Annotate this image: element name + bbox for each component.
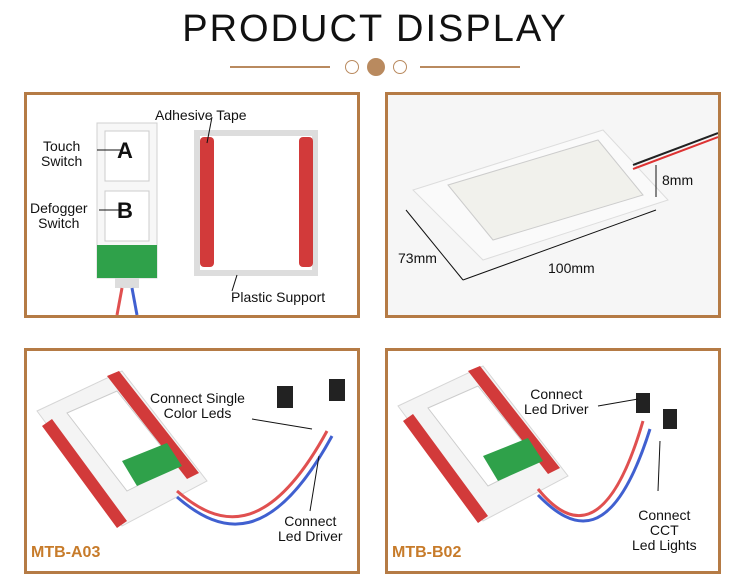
label-defogger-b: B: [117, 198, 133, 223]
label-connect-driver-b02: Connect Led Driver: [524, 386, 589, 417]
label-touch-a: A: [117, 138, 133, 163]
dimensions-illustration: [405, 129, 718, 281]
label-connect-cct: Connect CCT Led Lights: [632, 507, 697, 553]
panel-mtb-a03: Connect Single Color Leds Connect Led Dr…: [24, 348, 360, 574]
panel-dimensions: 8mm 73mm 100mm: [385, 92, 721, 318]
label-touch-switch: Touch Switch: [41, 138, 83, 169]
label-connect-single: Connect Single Color Leds: [150, 390, 245, 421]
page-title: PRODUCT DISPLAY: [182, 8, 568, 50]
panel-mtb-b02: Connect Led Driver Connect CCT Led Light…: [385, 348, 721, 574]
label-adhesive-tape: Adhesive Tape: [155, 107, 247, 123]
model-mtb-b02: MTB-B02: [392, 544, 462, 561]
label-defogger-switch: Defogger Switch: [30, 200, 88, 231]
model-mtb-a03: MTB-A03: [31, 544, 101, 561]
panel-switch-parts: Adhesive Tape Touch Switch A Defogger Sw…: [24, 92, 360, 318]
label-height: 8mm: [662, 172, 694, 188]
title-divider: [230, 58, 520, 76]
label-plastic-support: Plastic Support: [231, 289, 326, 305]
label-length: 100mm: [548, 260, 595, 276]
label-width: 73mm: [398, 250, 437, 266]
label-connect-driver-a03: Connect Led Driver: [278, 513, 343, 544]
switch-parts-illustration: [96, 116, 318, 315]
mtb-b02-illustration: [397, 365, 677, 523]
mtb-a03-illustration: [36, 370, 345, 528]
